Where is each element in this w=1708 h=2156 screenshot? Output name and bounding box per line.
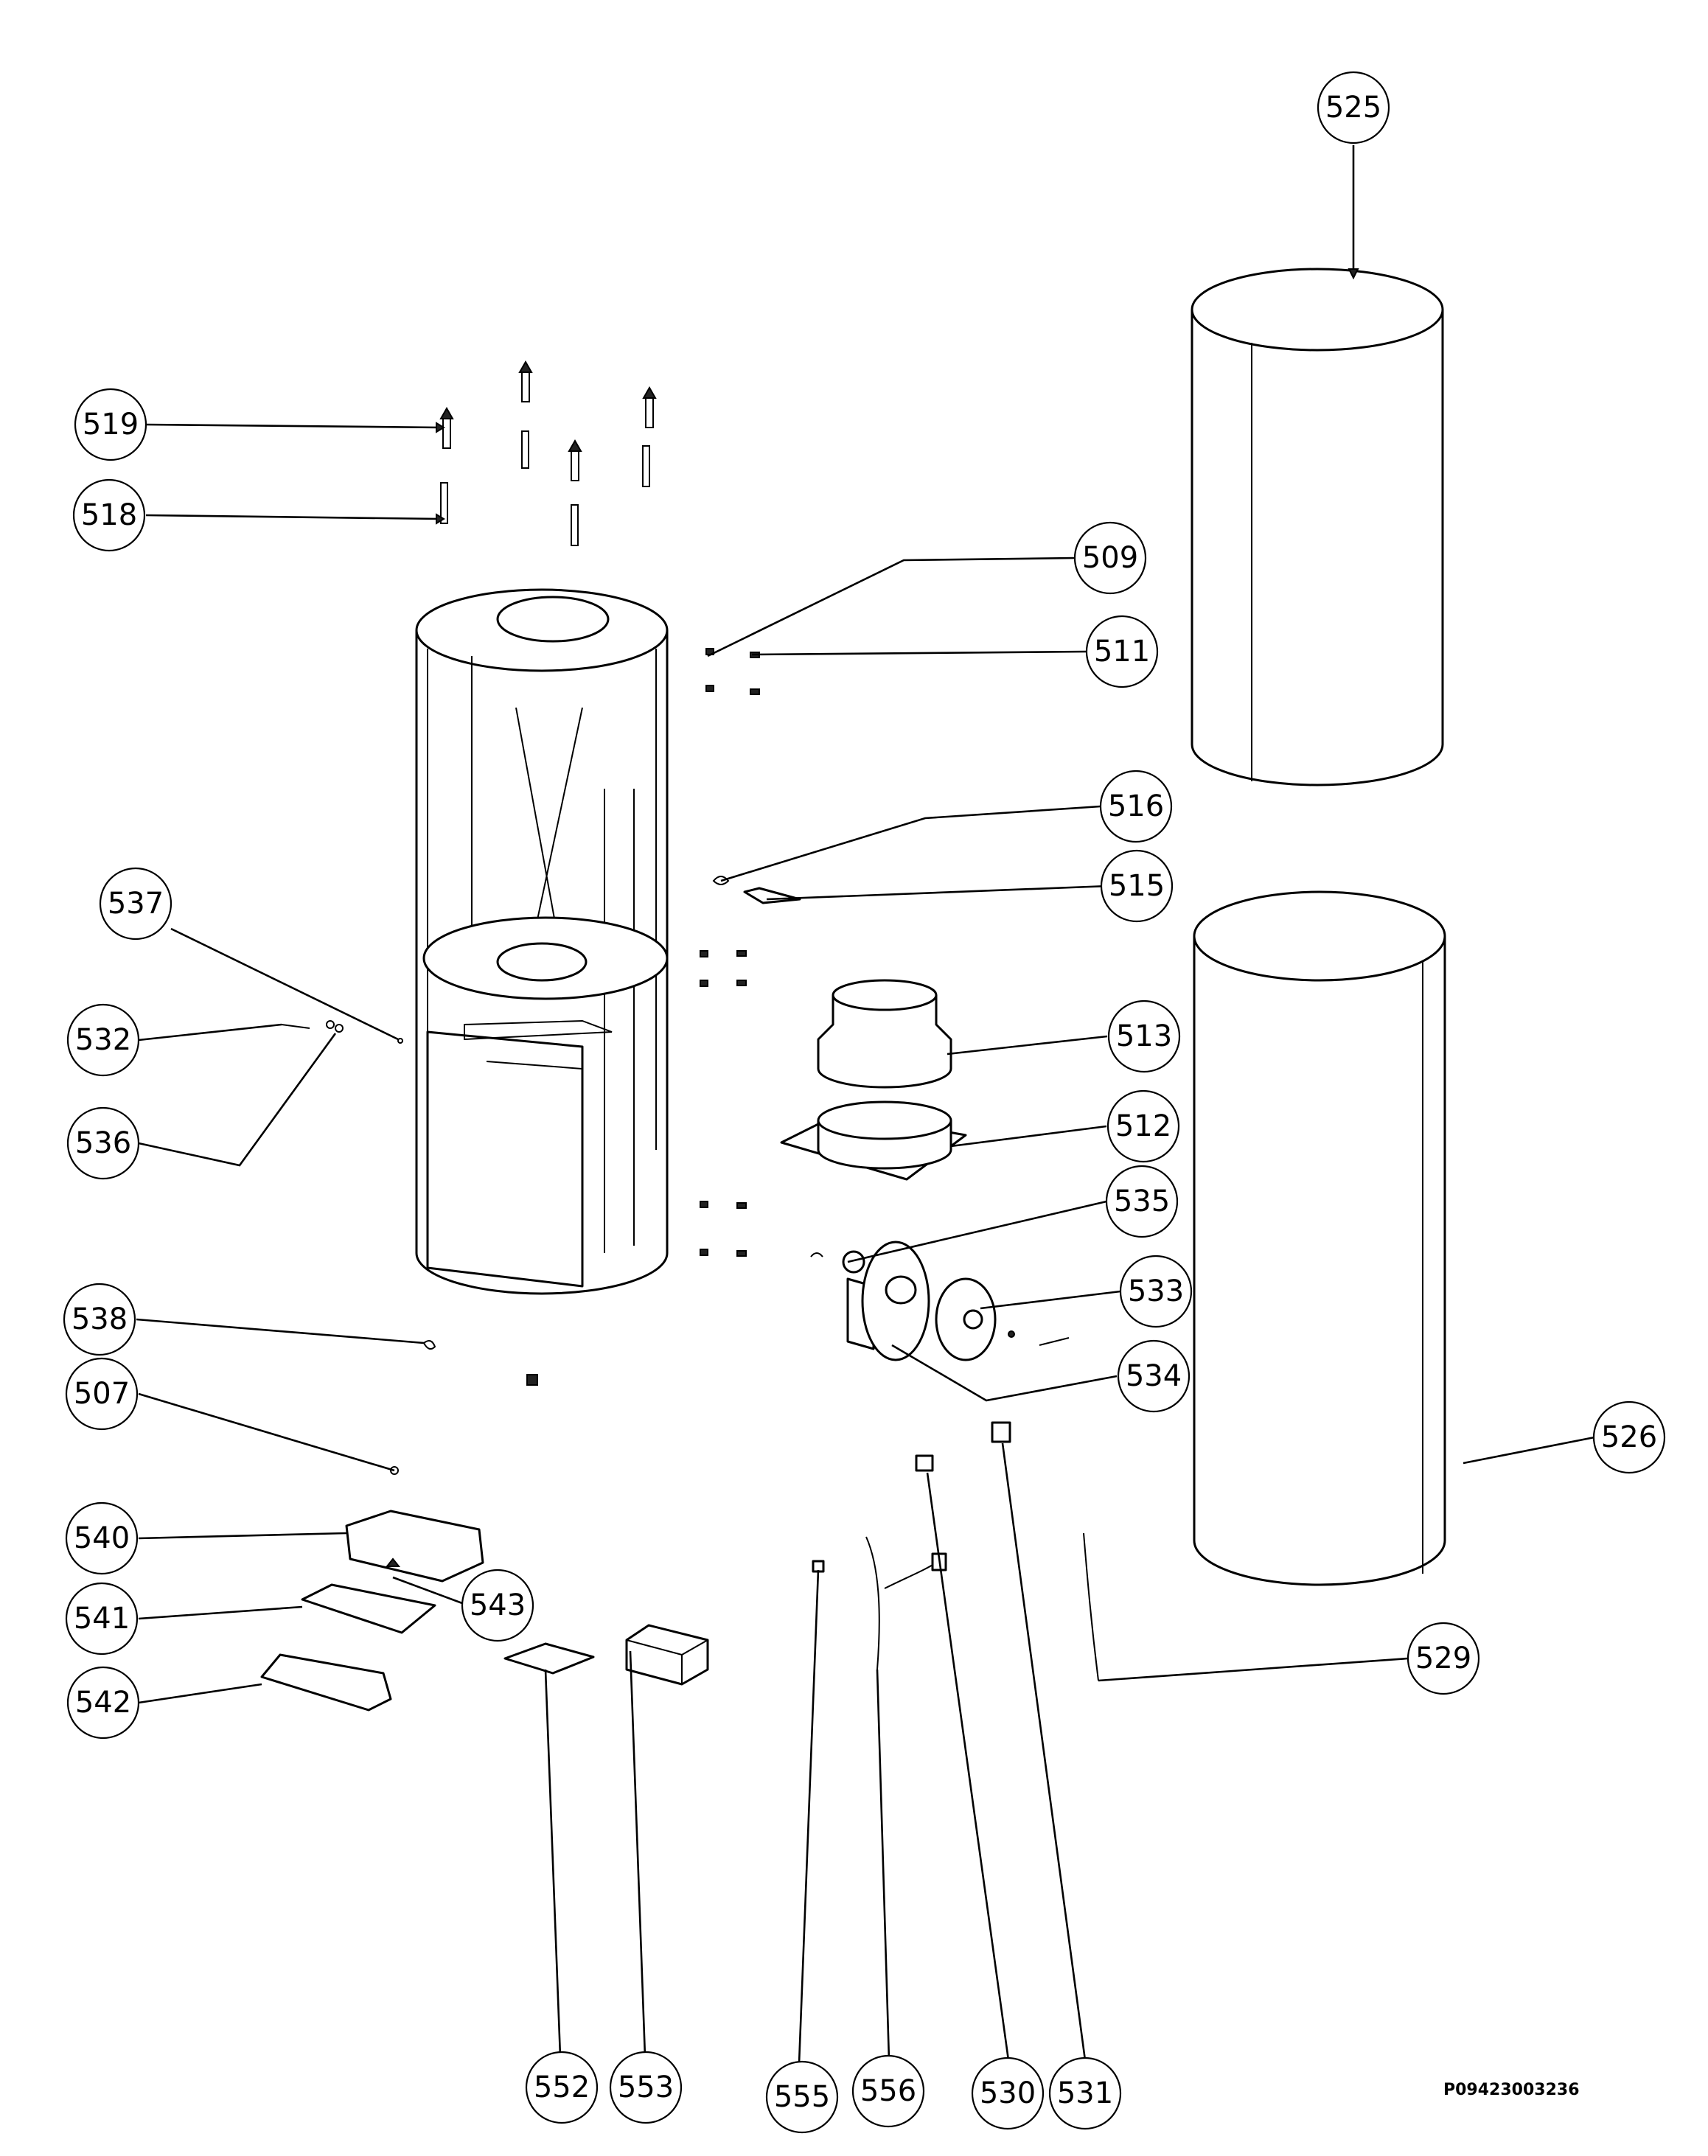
callout-511: 511 (1085, 615, 1159, 688)
callout-507: 507 (65, 1357, 139, 1431)
callout-label: 511 (1094, 635, 1150, 669)
callout-519: 519 (74, 388, 147, 461)
callout-label: 534 (1126, 1359, 1182, 1393)
chassis-frame (415, 588, 669, 1295)
callout-531: 531 (1048, 2056, 1122, 2130)
callout-label: 509 (1082, 541, 1138, 575)
callout-534: 534 (1117, 1339, 1191, 1413)
callout-552: 552 (525, 2051, 599, 2124)
callout-535: 535 (1105, 1165, 1179, 1238)
callout-label: 538 (72, 1302, 128, 1336)
misc-connectors (390, 1339, 1011, 1573)
callout-label: 536 (75, 1126, 131, 1160)
callouts: 525 519 518 509 511 516 515 537 532 513 … (63, 71, 1666, 2134)
callout-538: 538 (63, 1283, 136, 1356)
callout-515: 515 (1100, 849, 1174, 923)
callout-541: 541 (65, 1582, 139, 1656)
callout-553: 553 (609, 2051, 683, 2124)
callout-label: 529 (1415, 1642, 1471, 1675)
callout-543: 543 (461, 1569, 534, 1642)
callout-label: 542 (75, 1686, 131, 1720)
callout-529: 529 (1407, 1622, 1480, 1695)
callout-556: 556 (851, 2054, 925, 2128)
cable-harness (1083, 1532, 1099, 1681)
drawing-reference-code: P09423003236 (1443, 2081, 1580, 2099)
callout-label: 512 (1115, 1109, 1171, 1143)
callout-512: 512 (1106, 1089, 1180, 1163)
power-cord (865, 1536, 947, 1670)
callout-536: 536 (66, 1106, 140, 1180)
callout-label: 531 (1057, 2076, 1113, 2110)
callout-label: 537 (108, 887, 164, 921)
callout-513: 513 (1107, 999, 1181, 1073)
screws-and-fixings (439, 360, 760, 1257)
callout-label: 556 (860, 2074, 916, 2108)
callout-label: 552 (534, 2070, 590, 2104)
upper-chimney-cover (1191, 268, 1444, 786)
motor-fan-assembly (810, 1241, 1070, 1361)
callout-540: 540 (65, 1501, 139, 1575)
callout-533: 533 (1119, 1255, 1193, 1328)
callout-label: 513 (1116, 1019, 1172, 1053)
callout-525: 525 (1317, 71, 1390, 144)
flange-plate (780, 1100, 967, 1181)
callout-label: 540 (74, 1521, 130, 1555)
callout-526: 526 (1592, 1400, 1666, 1474)
callout-530: 530 (971, 2056, 1045, 2130)
callout-label: 530 (980, 2076, 1036, 2110)
callout-label: 518 (81, 498, 137, 532)
duct-adapter (817, 979, 952, 1089)
leader-lines (136, 145, 1595, 2065)
callout-label: 519 (83, 408, 139, 442)
callout-label: 532 (75, 1023, 131, 1057)
callout-label: 526 (1601, 1420, 1657, 1454)
control-electronics (260, 1510, 484, 1712)
callout-516: 516 (1099, 770, 1173, 843)
callout-555: 555 (765, 2060, 839, 2134)
callout-537: 537 (99, 867, 172, 941)
callout-label: 543 (470, 1588, 526, 1622)
callout-label: 507 (74, 1377, 130, 1411)
callout-label: 535 (1114, 1185, 1170, 1218)
lower-chimney-cover (1193, 890, 1446, 1586)
callout-542: 542 (66, 1666, 140, 1740)
callout-label: 525 (1325, 91, 1381, 125)
callout-label: 533 (1128, 1274, 1184, 1308)
cover-plate-and-box (503, 1624, 709, 1686)
callout-518: 518 (72, 478, 146, 552)
small-fittings (281, 1020, 403, 1044)
callout-label: 516 (1108, 789, 1164, 823)
callout-509: 509 (1073, 521, 1147, 595)
callout-label: 541 (74, 1602, 130, 1636)
parts-layer (260, 268, 1446, 1712)
callout-label: 553 (618, 2070, 674, 2104)
callout-label: 555 (774, 2080, 830, 2114)
callout-label: 515 (1109, 869, 1165, 903)
callout-532: 532 (66, 1003, 140, 1077)
